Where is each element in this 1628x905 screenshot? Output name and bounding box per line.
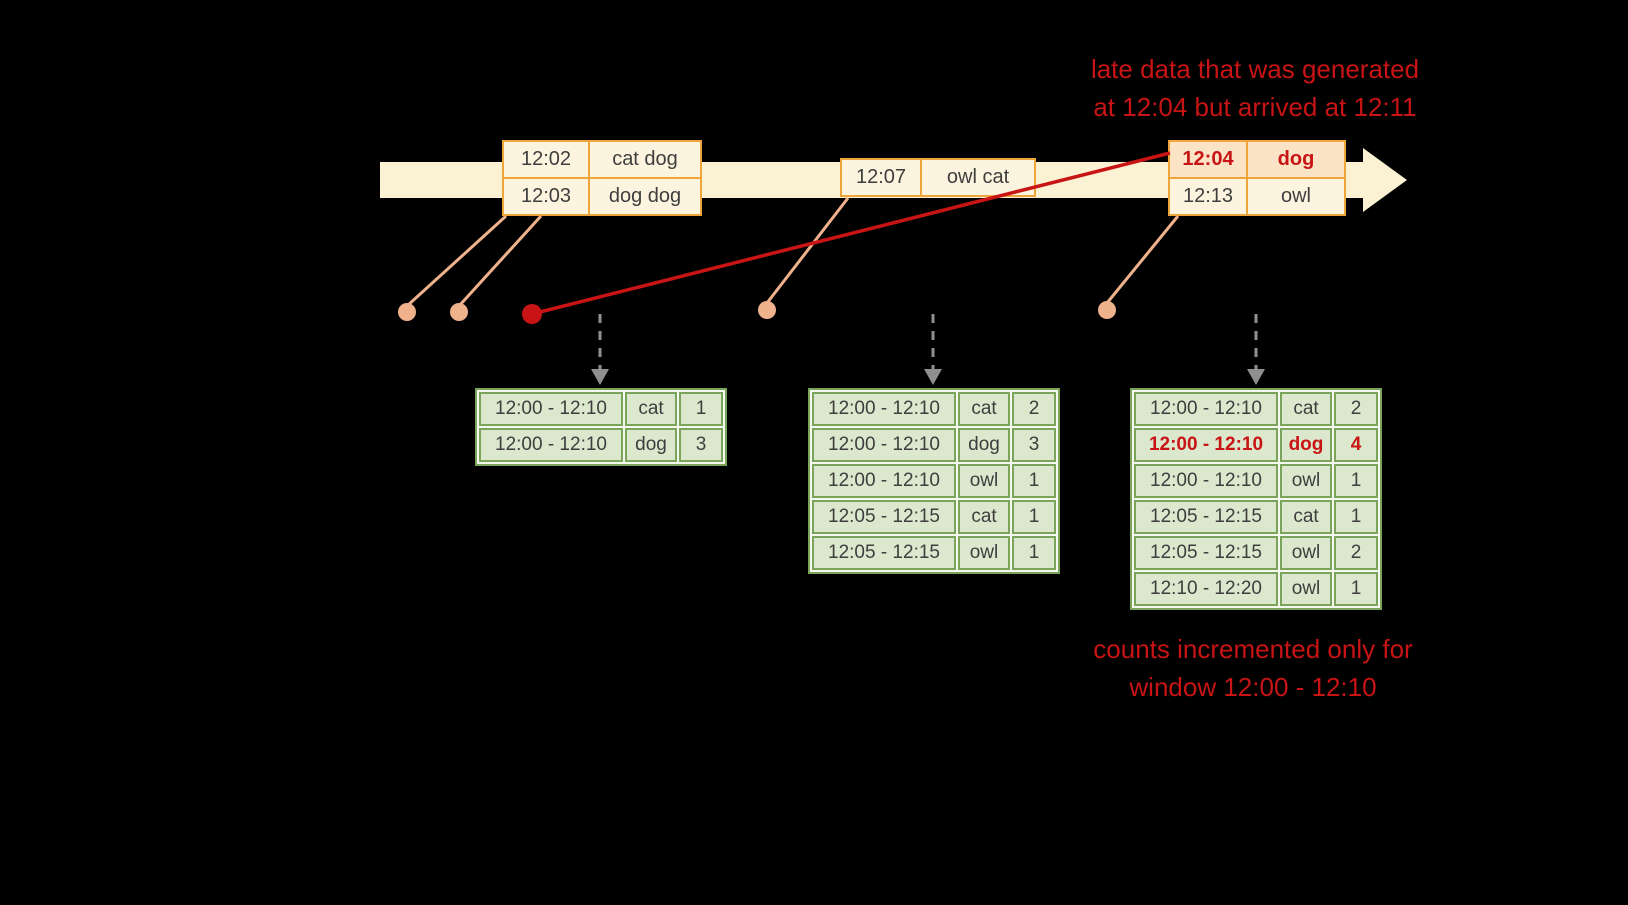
word-cell: cat [958,500,1010,534]
result-table-1: 12:00 - 12:10 cat 1 12:00 - 12:10 dog 3 [475,388,727,466]
late-event-row: 12:04 dog [1170,142,1344,177]
count-cell: 1 [1334,464,1378,498]
count-cell: 1 [679,392,723,426]
word-cell: owl [958,536,1010,570]
window-cell: 12:00 - 12:10 [812,392,956,426]
window-cell: 12:00 - 12:10 [812,428,956,462]
table-row: 12:05 - 12:15 cat 1 [1134,500,1378,534]
word-cell: owl [1280,536,1332,570]
event-dot [758,301,776,319]
event-words-cell: owl [1248,179,1344,214]
table-row: 12:05 - 12:15 owl 1 [812,536,1056,570]
table-row: 12:05 - 12:15 cat 1 [812,500,1056,534]
event-row: 12:13 owl [1170,179,1344,214]
count-cell: 1 [1334,500,1378,534]
window-cell: 12:10 - 12:20 [1134,572,1278,606]
count-cell: 2 [1334,392,1378,426]
count-cell: 1 [1012,464,1056,498]
event-box: 12:07 owl cat [840,158,1036,197]
table-row: 12:00 - 12:10 cat 1 [479,392,723,426]
timeline-arrow-head-icon [1363,148,1407,212]
trigger-arrowheads [591,369,1265,385]
count-cell: 4 [1334,428,1378,462]
event-words-cell: owl cat [922,160,1034,195]
counts-annotation: counts incremented only for window 12:00… [1038,630,1468,706]
word-cell: owl [958,464,1010,498]
window-cell: 12:05 - 12:15 [812,536,956,570]
annotation-line: counts incremented only for [1093,634,1413,664]
table-row: 12:10 - 12:20 owl 1 [1134,572,1378,606]
count-cell: 1 [1334,572,1378,606]
annotation-line: at 12:04 but arrived at 12:11 [1093,92,1417,122]
event-time-dots [398,301,1116,321]
annotation-line: window 12:00 - 12:10 [1129,672,1377,702]
event-box: 12:04 dog 12:13 owl [1168,140,1346,216]
count-cell: 3 [1012,428,1056,462]
event-row: 12:02 cat dog [504,142,700,177]
annotation-line: late data that was generated [1090,54,1420,84]
word-cell: dog [958,428,1010,462]
window-cell: 12:05 - 12:15 [1134,536,1278,570]
word-cell: cat [958,392,1010,426]
word-cell: cat [1280,392,1332,426]
event-time-cell: 12:03 [504,179,588,214]
event-time-cell: 12:04 [1170,142,1246,177]
count-cell: 1 [1012,500,1056,534]
event-time-cell: 12:07 [842,160,920,195]
word-cell: dog [1280,428,1332,462]
window-cell: 12:00 - 12:10 [812,464,956,498]
table-row: 12:00 - 12:10 dog 3 [812,428,1056,462]
word-cell: owl [1280,572,1332,606]
window-cell: 12:00 - 12:10 [1134,464,1278,498]
event-words-cell: dog dog [590,179,700,214]
result-table-3: 12:00 - 12:10 cat 2 12:00 - 12:10 dog 4 … [1130,388,1382,610]
table-row: 12:00 - 12:10 owl 1 [812,464,1056,498]
count-cell: 2 [1334,536,1378,570]
event-dot [450,303,468,321]
event-words-cell: dog [1248,142,1344,177]
window-cell: 12:00 - 12:10 [1134,392,1278,426]
updated-table-row: 12:00 - 12:10 dog 4 [1134,428,1378,462]
word-cell: cat [625,392,677,426]
event-dot [398,303,416,321]
table-row: 12:00 - 12:10 owl 1 [1134,464,1378,498]
window-cell: 12:00 - 12:10 [479,392,623,426]
result-table-2: 12:00 - 12:10 cat 2 12:00 - 12:10 dog 3 … [808,388,1060,574]
window-cell: 12:00 - 12:10 [479,428,623,462]
table-row: 12:05 - 12:15 owl 2 [1134,536,1378,570]
late-data-annotation: late data that was generated at 12:04 bu… [1040,50,1470,126]
word-cell: cat [1280,500,1332,534]
event-time-cell: 12:13 [1170,179,1246,214]
event-dot [1098,301,1116,319]
table-row: 12:00 - 12:10 cat 2 [812,392,1056,426]
word-cell: dog [625,428,677,462]
word-cell: owl [1280,464,1332,498]
table-row: 12:00 - 12:10 dog 3 [479,428,723,462]
window-cell: 12:05 - 12:15 [812,500,956,534]
late-data-dot [522,304,542,324]
event-words-cell: cat dog [590,142,700,177]
event-time-cell: 12:02 [504,142,588,177]
window-cell: 12:05 - 12:15 [1134,500,1278,534]
count-cell: 3 [679,428,723,462]
count-cell: 1 [1012,536,1056,570]
count-cell: 2 [1012,392,1056,426]
event-row: 12:03 dog dog [504,179,700,214]
trigger-dashed-arrow-icon [598,314,1258,370]
event-box: 12:02 cat dog 12:03 dog dog [502,140,702,216]
table-row: 12:00 - 12:10 cat 2 [1134,392,1378,426]
window-cell: 12:00 - 12:10 [1134,428,1278,462]
event-row: 12:07 owl cat [842,160,1034,195]
